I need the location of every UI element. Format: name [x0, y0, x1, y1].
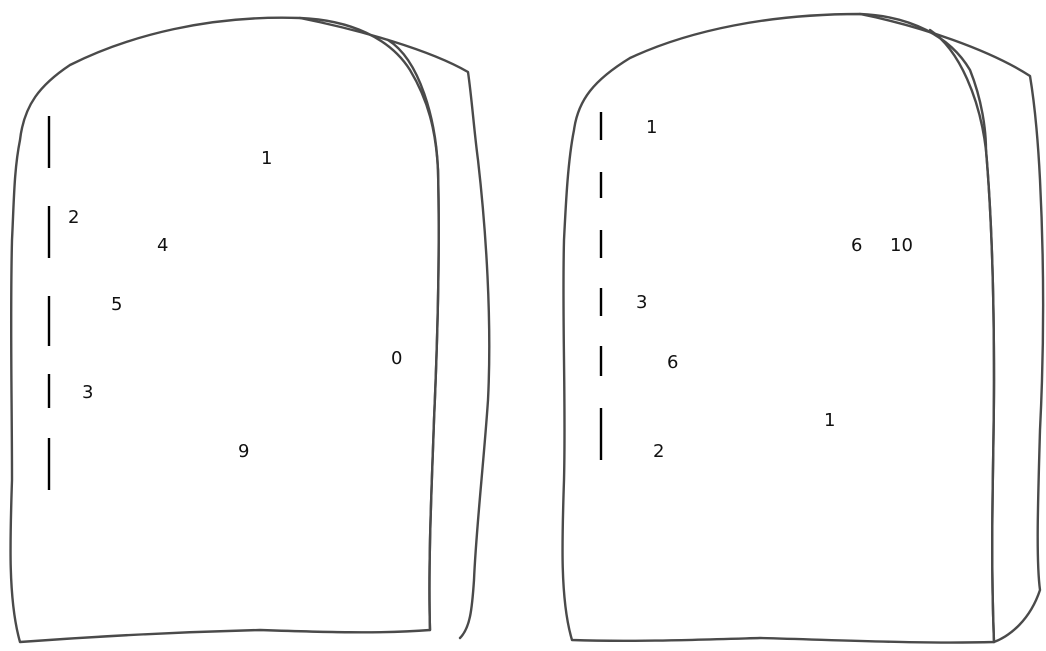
- left-number-3: 4: [157, 235, 168, 256]
- right-tablet-front-face: [562, 14, 994, 643]
- right-number-5: 6: [667, 352, 678, 373]
- left-tablet-side-face: [300, 18, 489, 638]
- right-number-1: 1: [646, 117, 657, 138]
- right-number-7: 2: [653, 441, 664, 462]
- left-number-4: 5: [111, 294, 122, 315]
- left-number-7: 9: [238, 441, 249, 462]
- left-tablet-front-face: [10, 18, 438, 642]
- right-number-3: 10: [890, 235, 913, 256]
- right-number-6: 1: [824, 410, 835, 431]
- right-number-4: 3: [636, 292, 647, 313]
- left-number-5: 0: [391, 348, 402, 369]
- right-number-2: 6: [851, 235, 862, 256]
- left-number-6: 3: [82, 382, 93, 403]
- right-tablet: 1 6 10 3 6 1 2: [562, 14, 1043, 643]
- left-tablet: 1 2 4 5 0 3 9: [10, 18, 489, 642]
- left-number-1: 1: [261, 148, 272, 169]
- left-number-2: 2: [68, 207, 79, 228]
- right-tablet-side-face: [860, 14, 1043, 642]
